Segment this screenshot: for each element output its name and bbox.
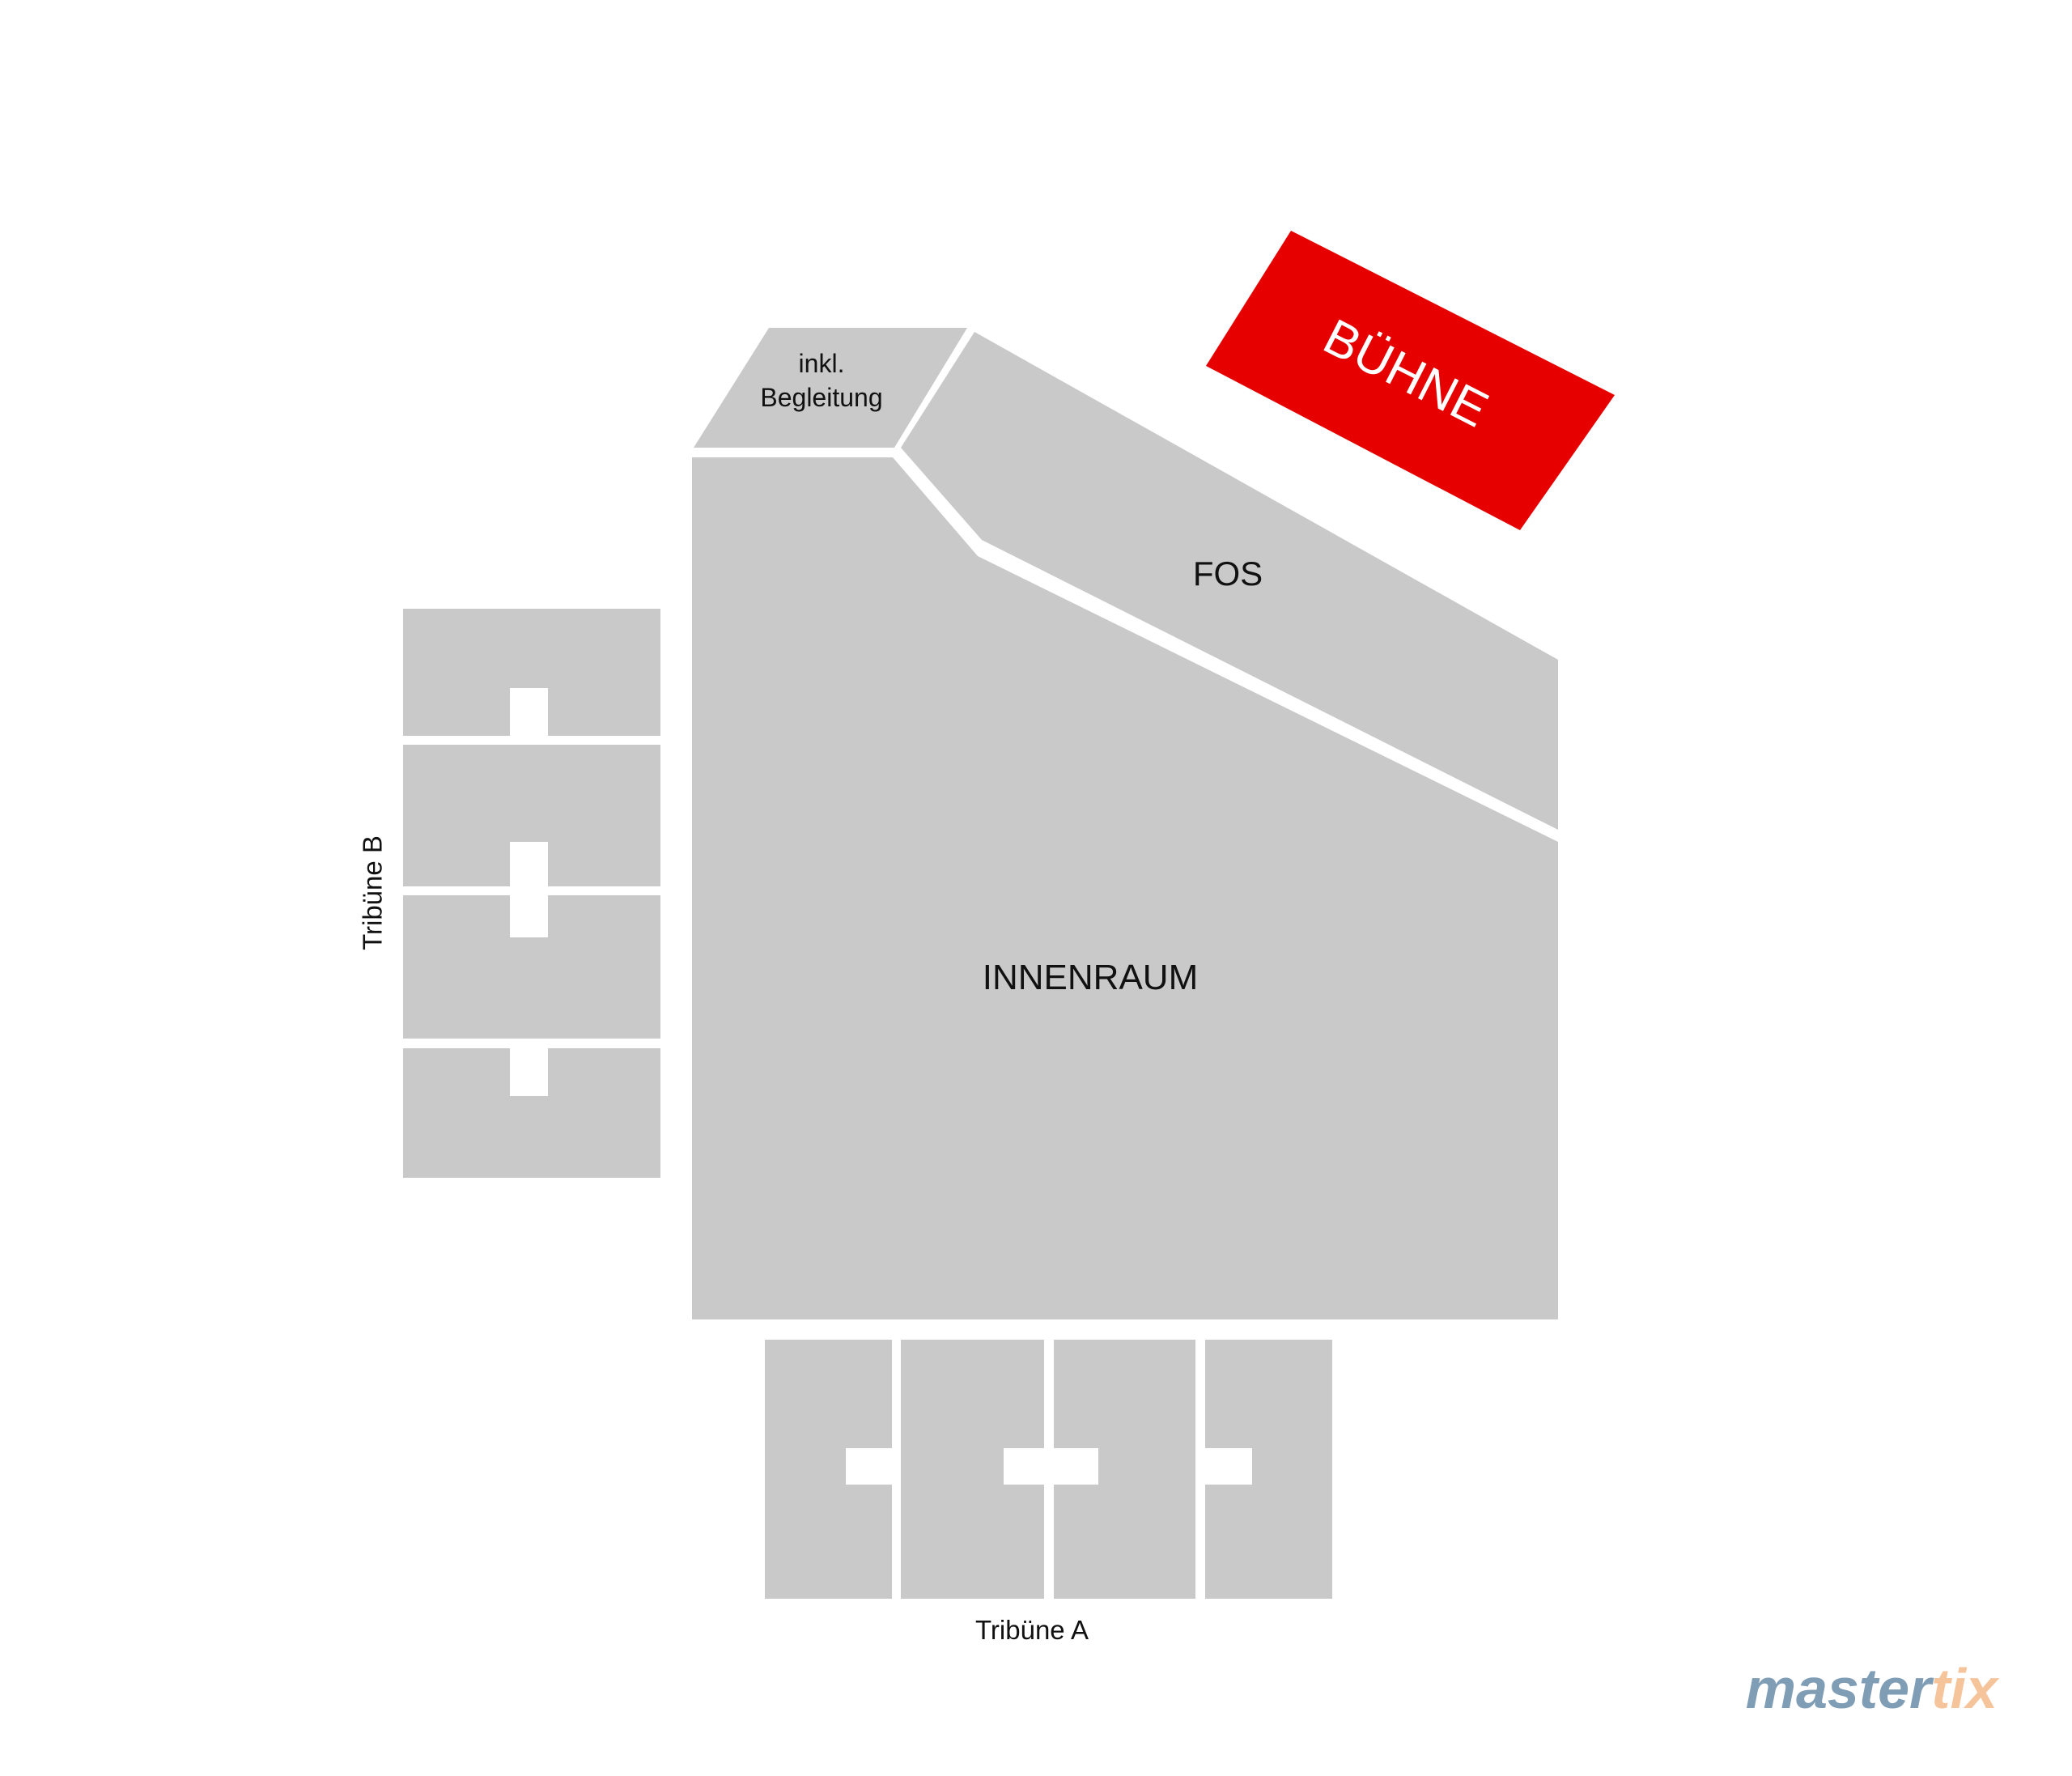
section-fos-label: FOS: [1193, 554, 1263, 593]
tribune-a-label: Tribüne A: [975, 1615, 1089, 1645]
mastertix-logo: mastertix: [1746, 1657, 2000, 1720]
stage: BÜHNE: [1206, 231, 1615, 530]
section-begleitung-label-line1: inkl.: [799, 349, 845, 378]
tribune-b-block-4[interactable]: [403, 1048, 660, 1178]
logo-text: mastertix: [1746, 1657, 2000, 1720]
aisle-notch: [510, 842, 548, 886]
tribune-a-block-1[interactable]: [765, 1340, 892, 1599]
tribune-b-block-1[interactable]: [403, 609, 660, 736]
tribune-b-block-3[interactable]: [403, 895, 660, 1039]
aisle-notch: [510, 895, 548, 937]
section-innenraum[interactable]: INNENRAUM: [692, 457, 1558, 1319]
aisle-notch: [1054, 1448, 1098, 1485]
aisle-notch: [846, 1448, 892, 1485]
section-begleitung-label-line2: Begleitung: [760, 383, 882, 412]
section-begleitung[interactable]: inkl. Begleitung: [694, 328, 967, 448]
aisle-notch: [1004, 1448, 1044, 1485]
tribune-a-block-3[interactable]: [1054, 1340, 1195, 1599]
aisle-notch: [510, 1048, 548, 1096]
tribune-a: Tribüne A: [765, 1340, 1332, 1645]
stage-shape: [1206, 231, 1615, 530]
logo-text-master: master: [1746, 1657, 1934, 1720]
aisle-notch: [1205, 1448, 1252, 1485]
section-fos[interactable]: FOS: [901, 332, 1558, 830]
section-innenraum-label: INNENRAUM: [983, 958, 1198, 997]
tribune-b-label: Tribüne B: [358, 835, 388, 950]
section-fos-shape[interactable]: [901, 332, 1558, 830]
tribune-b: Tribüne B: [358, 609, 660, 1178]
tribune-a-block-4[interactable]: [1205, 1340, 1332, 1599]
logo-text-tix: tix: [1931, 1657, 2000, 1720]
aisle-notch: [510, 688, 548, 736]
section-innenraum-shape[interactable]: [692, 457, 1558, 1319]
tribune-a-block-2[interactable]: [901, 1340, 1044, 1599]
section-begleitung-shape[interactable]: [694, 328, 967, 448]
tribune-b-block-2[interactable]: [403, 745, 660, 886]
